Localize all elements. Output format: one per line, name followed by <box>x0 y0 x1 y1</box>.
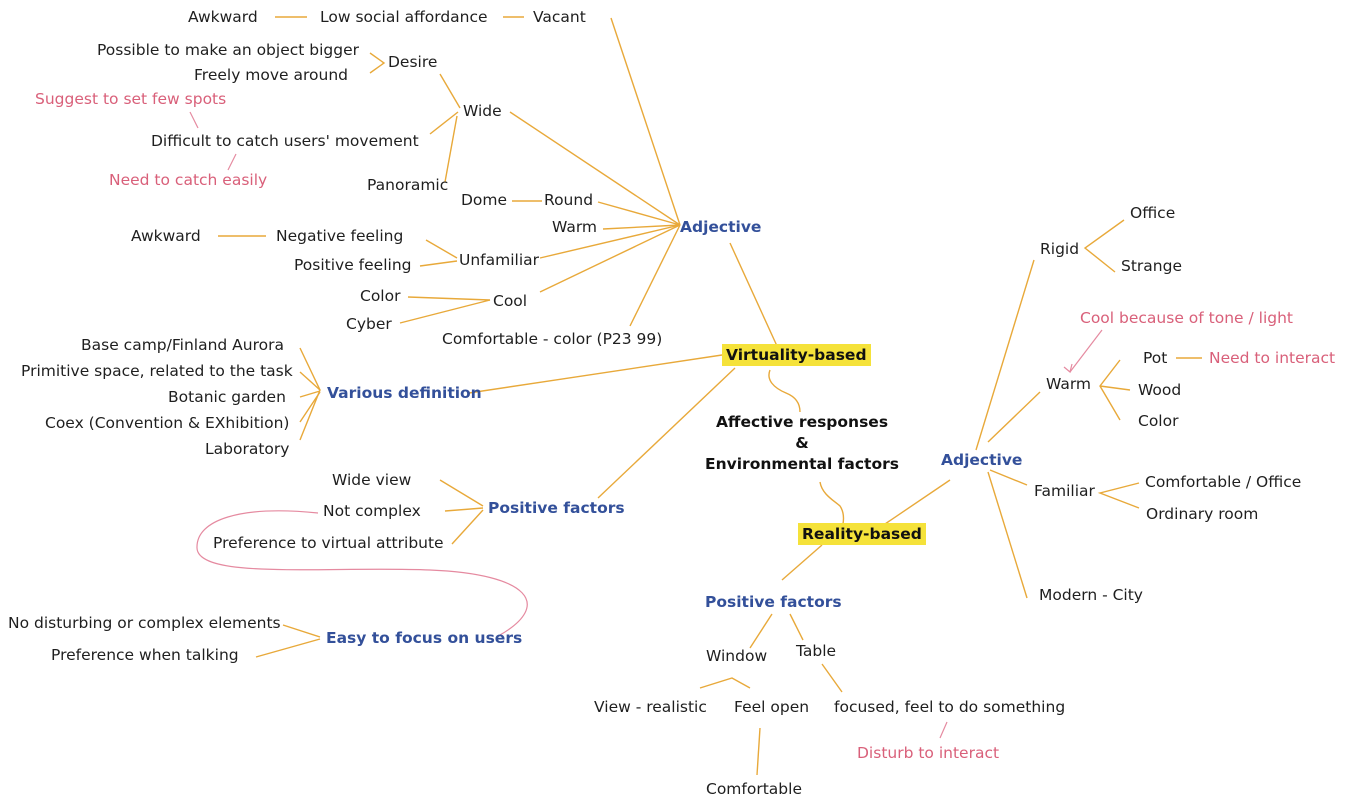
positive-item: Preference to virtual attribute <box>213 534 444 552</box>
positive-item: Wide view <box>332 471 412 489</box>
node-awkward-mid: Awkward <box>131 227 201 245</box>
positive-item: Not complex <box>323 502 421 520</box>
note-suggest-spots: Suggest to set few spots <box>35 90 227 108</box>
node-rigid: Rigid <box>1040 240 1080 258</box>
node-round: Round <box>544 191 594 209</box>
node-pot: Pot <box>1143 349 1168 367</box>
reality-based-node: Reality-based <box>798 523 926 545</box>
reality-positive-factors-node: Positive factors <box>705 593 842 611</box>
node-feel-open: Feel open <box>734 698 810 716</box>
center-line-3: Environmental factors <box>705 455 899 473</box>
node-bigger: Possible to make an object bigger <box>97 41 359 59</box>
node-color-virtual: Color <box>360 287 401 305</box>
various-item: Primitive space, related to the task <box>21 362 293 380</box>
reality-adjective-node: Adjective <box>941 451 1023 469</box>
node-wide: Wide <box>463 102 502 120</box>
node-negative-feeling: Negative feeling <box>276 227 404 245</box>
node-dome: Dome <box>461 191 508 209</box>
note-need-to-interact: Need to interact <box>1209 349 1336 367</box>
node-table: Table <box>796 642 837 660</box>
node-window: Window <box>706 647 768 665</box>
various-item: Laboratory <box>205 440 290 458</box>
easy-focus-node: Easy to focus on users <box>326 629 523 647</box>
node-difficult-catch: Difficult to catch users' movement <box>151 132 419 150</box>
node-focused: focused, feel to do something <box>834 698 1066 716</box>
node-strange: Strange <box>1121 257 1182 275</box>
node-modern-city: Modern - City <box>1039 586 1143 604</box>
node-warm-real: Warm <box>1046 375 1092 393</box>
node-cool: Cool <box>493 292 528 310</box>
node-familiar: Familiar <box>1034 482 1095 500</box>
node-panoramic: Panoramic <box>367 176 449 194</box>
node-positive-feeling: Positive feeling <box>294 256 412 274</box>
node-warm-virtual: Warm <box>552 218 598 236</box>
node-ordinary-room: Ordinary room <box>1146 505 1259 523</box>
various-definition-node: Various definition <box>327 384 482 402</box>
node-awkward-top: Awkward <box>188 8 258 26</box>
node-comfortable-color: Comfortable - color (P23 99) <box>442 330 663 348</box>
center-line-1: Affective responses <box>715 413 889 431</box>
node-unfamiliar: Unfamiliar <box>459 251 540 269</box>
node-cyber: Cyber <box>346 315 392 333</box>
various-item: Botanic garden <box>168 388 286 406</box>
node-comfortable-real: Comfortable <box>706 780 802 798</box>
virtual-positive-factors-node: Positive factors <box>488 499 625 517</box>
various-item: Base camp/Finland Aurora <box>81 336 284 354</box>
node-freely-move: Freely move around <box>194 66 349 84</box>
center-line-2: & <box>795 434 809 452</box>
focus-item: No disturbing or complex elements <box>8 614 281 632</box>
node-view-realistic: View - realistic <box>594 698 707 716</box>
various-item: Coex (Convention & EXhibition) <box>45 414 290 432</box>
node-wood: Wood <box>1138 381 1182 399</box>
node-color-real: Color <box>1138 412 1179 430</box>
note-disturb-interact: Disturb to interact <box>857 744 1000 762</box>
node-office: Office <box>1130 204 1176 222</box>
virtuality-based-node: Virtuality-based <box>722 344 871 366</box>
node-low-social-affordance: Low social affordance <box>320 8 488 26</box>
virtuality-adjective-node: Adjective <box>680 218 762 236</box>
note-cool-tone-light: Cool because of tone / light <box>1080 309 1293 327</box>
node-desire: Desire <box>388 53 438 71</box>
note-catch-easily: Need to catch easily <box>109 171 268 189</box>
node-vacant: Vacant <box>533 8 586 26</box>
node-comfortable-office: Comfortable / Office <box>1145 473 1302 491</box>
focus-item: Preference when talking <box>51 646 239 664</box>
